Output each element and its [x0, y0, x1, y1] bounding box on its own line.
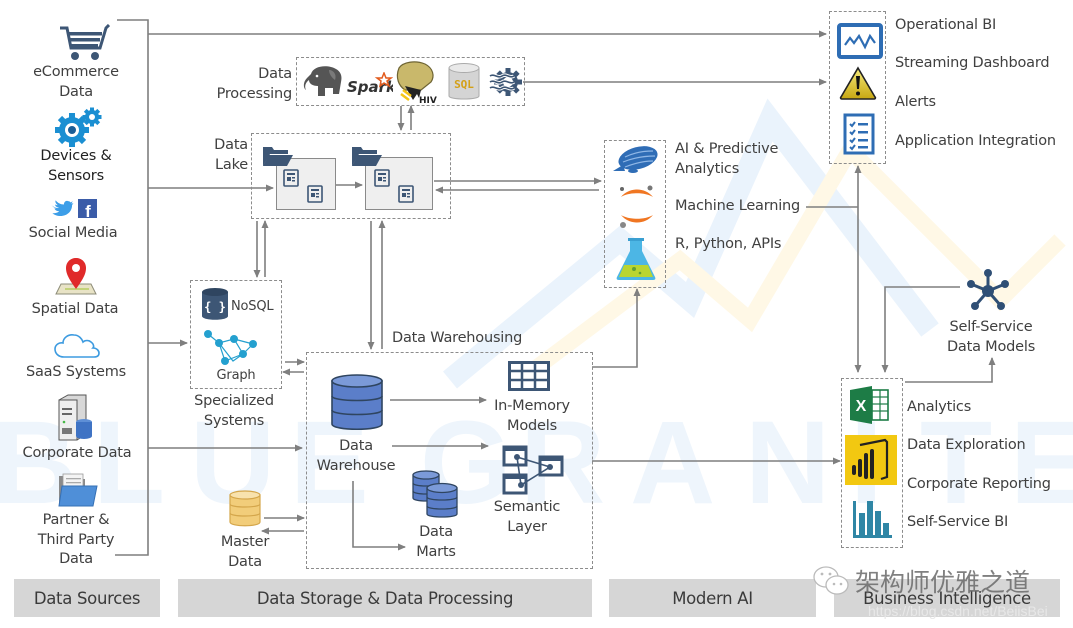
zeppelin-icon: [613, 146, 658, 173]
twitter-facebook-icon: f: [51, 199, 97, 219]
footer-data-storage-processing: Data Storage & Data Processing: [178, 579, 592, 617]
nosql-label: NoSQL: [231, 299, 274, 314]
nosql-database-icon: { }: [202, 288, 228, 320]
watermark-letter: T: [920, 397, 993, 529]
source-ecommerce-label: eCommerce Data: [33, 64, 119, 100]
hub-network-icon: [967, 269, 1009, 310]
folder-icon: [352, 147, 382, 166]
data-processing-group: Spark HIVE SQL: [296, 57, 525, 106]
footer-data-sources: Data Sources: [14, 579, 160, 617]
footer-modern-ai: Modern AI: [609, 579, 816, 617]
watermark-letter: N: [745, 397, 831, 529]
graph-network-icon: [204, 330, 257, 365]
cloud-icon: [54, 334, 100, 358]
overlay-chinese-text: 架构师优雅之道: [855, 568, 1031, 597]
graph-label: Graph: [216, 368, 256, 383]
watermark-letter: L: [93, 397, 166, 529]
operational-group: [829, 11, 886, 164]
source-corporate-label: Corporate Data: [22, 445, 132, 461]
analytics-label: Analytics: [907, 399, 972, 415]
monitor-chart-icon: [837, 23, 883, 59]
semantic-layer-icon: [502, 445, 564, 495]
bi-group: X: [841, 378, 903, 548]
watermark-letter: E: [1010, 397, 1073, 529]
source-saas-label: SaaS Systems: [25, 364, 126, 380]
operational-bi-label: Operational BI: [895, 17, 997, 33]
shopping-cart-icon: [60, 24, 110, 60]
application-integration-label: Application Integration: [895, 133, 1056, 149]
documents-icon: [283, 169, 323, 203]
data-lake-zone-raw: [276, 158, 336, 210]
source-spatial-label: Spatial Data: [31, 301, 119, 317]
data-exploration-label: Data Exploration: [907, 437, 1026, 453]
semantic-layer-label: Semantic Layer: [493, 499, 561, 535]
data-marts-label: Data Marts: [416, 524, 456, 560]
self-service-data-models-label: Self-Service Data Models: [946, 319, 1036, 355]
data-lake-group: [251, 133, 451, 219]
overlay-url-text: https://blog.csdn.net/BeiisBei: [868, 603, 1048, 619]
data-warehousing-group: [306, 352, 593, 569]
svg-text:{ }: { }: [204, 300, 226, 314]
data-warehouse-database-icon: [331, 374, 383, 431]
modern-ai-group: [604, 140, 666, 288]
hive-icon: HIVE: [396, 61, 437, 104]
map-pin-icon: [55, 258, 97, 295]
r-python-apis-label: R, Python, APIs: [675, 236, 782, 252]
corporate-reporting-label: Corporate Reporting: [907, 476, 1051, 492]
server-database-icon: [58, 394, 92, 441]
data-warehousing-title: Data Warehousing: [392, 330, 523, 346]
data-warehouse-label: Data Warehouse: [316, 438, 396, 474]
bar-chart-icon: [853, 501, 892, 538]
data-lake-label: Data Lake: [214, 137, 248, 173]
watermark-letter: A: [630, 397, 716, 529]
excel-letter: X: [856, 398, 867, 415]
data-processing-label: Data Processing: [216, 66, 293, 102]
folder-icon: [263, 147, 293, 166]
checklist-icon: [843, 113, 875, 155]
wechat-icon: [813, 566, 849, 595]
machine-learning-label: Machine Learning: [675, 198, 801, 214]
ai-predictive-label: AI & Predictive Analytics: [675, 141, 779, 177]
source-partner-label: Partner & Third Party Data: [37, 512, 115, 567]
alerts-label: Alerts: [895, 94, 936, 110]
gears-icon: [55, 107, 102, 147]
footer-business-intelligence: Business Intelligence: [834, 579, 1060, 617]
specialized-systems-group: { } NoSQL Graph: [190, 280, 282, 389]
hive-text: HIVE: [419, 96, 437, 104]
spark-icon: Spark: [347, 72, 393, 96]
source-social-label: Social Media: [28, 225, 118, 241]
spark-text: Spark: [347, 78, 393, 96]
excel-icon: X: [850, 386, 889, 424]
folder-icon: [58, 473, 98, 507]
master-data-database-icon: [229, 490, 261, 527]
stream-gear-icon: [489, 68, 522, 96]
table-grid-icon: [508, 361, 550, 391]
in-memory-models-label: In-Memory Models: [494, 398, 570, 434]
sql-text: SQL: [454, 78, 474, 91]
documents-icon: [374, 169, 414, 203]
warning-icon: [839, 66, 877, 100]
streaming-dashboard-label: Streaming Dashboard: [895, 55, 1050, 71]
flask-icon: [616, 238, 656, 280]
self-service-bi-label: Self-Service BI: [907, 514, 1009, 530]
data-marts-database-icon: [412, 470, 458, 518]
jupyter-icon: [620, 185, 653, 228]
svg-text:f: f: [85, 202, 91, 219]
master-data-label: Master Data: [220, 534, 270, 570]
powerbi-icon: [845, 435, 897, 485]
source-devices-label: Devices & Sensors: [40, 148, 112, 184]
hadoop-elephant-icon: [303, 66, 342, 96]
sql-icon: SQL: [448, 63, 480, 100]
specialized-systems-label: Specialized Systems: [194, 393, 274, 429]
